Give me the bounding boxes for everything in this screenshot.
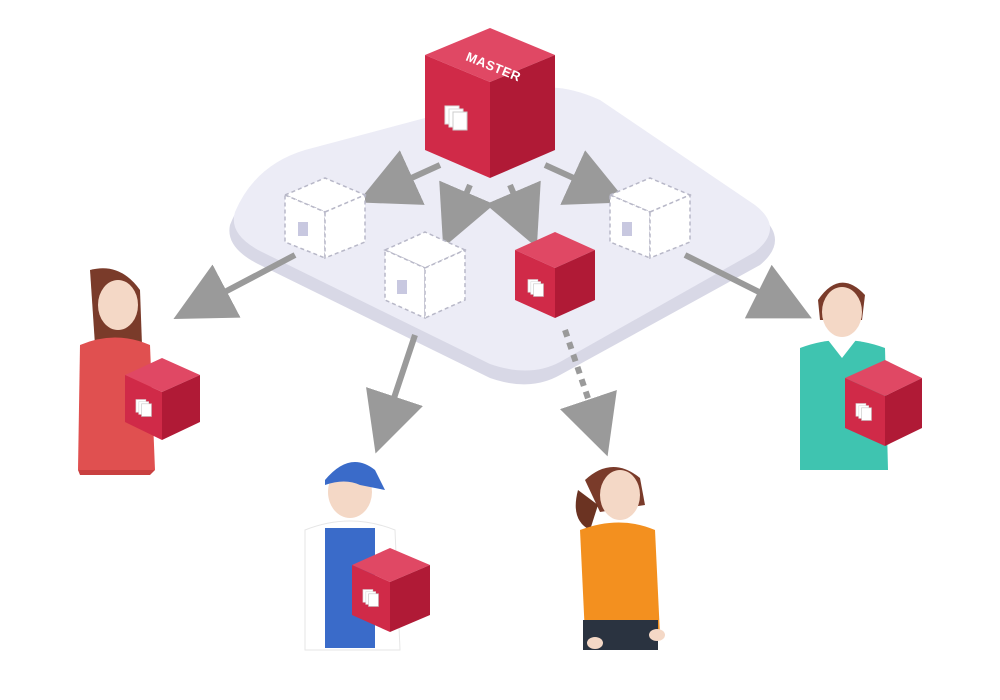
arrow-replica-1-to-woman bbox=[200, 255, 295, 305]
document-stack-icon bbox=[622, 222, 632, 236]
person-woman-red bbox=[78, 268, 200, 475]
replica-cube-dashed-4 bbox=[610, 178, 690, 258]
held-cube bbox=[845, 360, 922, 446]
replica-cube-solid-3 bbox=[515, 232, 595, 318]
replica-cube-dashed-2 bbox=[385, 232, 465, 318]
master-cube: MASTER bbox=[425, 28, 555, 178]
arrow-replica-2-to-worker bbox=[385, 335, 415, 425]
person-girl-orange bbox=[576, 467, 665, 650]
replica-cube-dashed-1 bbox=[285, 178, 365, 258]
document-stack-icon bbox=[397, 280, 407, 294]
held-cube bbox=[352, 548, 430, 632]
person-worker-cap bbox=[305, 462, 430, 650]
person-man-teal bbox=[800, 283, 922, 470]
document-stack-icon bbox=[298, 222, 308, 236]
